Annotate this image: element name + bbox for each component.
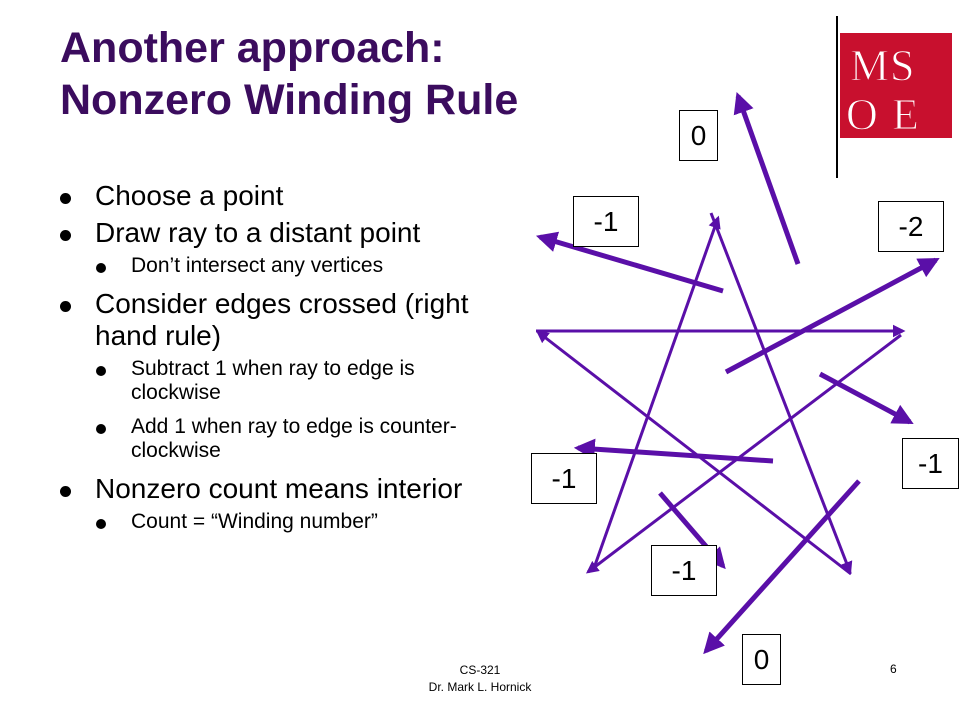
ray-arrow xyxy=(733,92,801,265)
winding-label-right: -1 xyxy=(902,438,959,489)
winding-label-lower-middle: -1 xyxy=(651,545,717,596)
ray-arrow xyxy=(703,479,861,655)
svg-text:E: E xyxy=(892,90,919,138)
bullet-list: Choose a point Draw ray to a distant poi… xyxy=(60,180,510,544)
star-edge xyxy=(536,330,852,576)
footer-course: CS-321 xyxy=(459,663,501,677)
winding-label-top: 0 xyxy=(679,110,718,161)
svg-text:M: M xyxy=(850,41,889,90)
bullet-item: Choose a point xyxy=(60,180,510,212)
ray-arrow xyxy=(535,231,724,294)
page-number: 6 xyxy=(890,662,897,676)
title-line-1: Another approach: xyxy=(60,24,445,72)
ray-arrow xyxy=(573,438,774,464)
slide-title: Another approach: Nonzero Winding Rule xyxy=(60,22,660,126)
winding-label-bottom: 0 xyxy=(742,634,781,685)
bullet-item: Draw ray to a distant point xyxy=(60,217,510,249)
ray-arrow xyxy=(818,371,914,425)
msoe-logo: M S O E xyxy=(840,33,952,138)
sub-bullet-item: Don’t intersect any vertices xyxy=(60,254,510,278)
logo-divider xyxy=(836,16,838,178)
ray-arrow xyxy=(724,257,940,375)
sub-bullet-item: Count = “Winding number” xyxy=(60,510,510,534)
svg-text:O: O xyxy=(846,90,878,138)
msoe-logo-graphic: M S O E xyxy=(840,33,952,138)
star-edge xyxy=(709,212,853,575)
sub-bullet-item: Add 1 when ray to edge is counter-clockw… xyxy=(60,415,510,463)
bullet-item: Nonzero count means interior xyxy=(60,473,510,505)
svg-text:S: S xyxy=(890,41,914,90)
winding-label-left: -1 xyxy=(531,453,597,504)
star-edge xyxy=(592,215,721,569)
winding-label-upper-left: -1 xyxy=(573,196,639,247)
title-line-2: Nonzero Winding Rule xyxy=(60,76,519,124)
slide-footer: CS-321 Dr. Mark L. Hornick xyxy=(380,662,580,696)
bullet-item: Consider edges crossed (right hand rule) xyxy=(60,288,510,352)
star-edge xyxy=(585,333,902,574)
footer-author: Dr. Mark L. Hornick xyxy=(428,680,532,694)
sub-bullet-item: Subtract 1 when ray to edge is clockwise xyxy=(60,357,510,405)
winding-label-upper-right: -2 xyxy=(878,201,944,252)
